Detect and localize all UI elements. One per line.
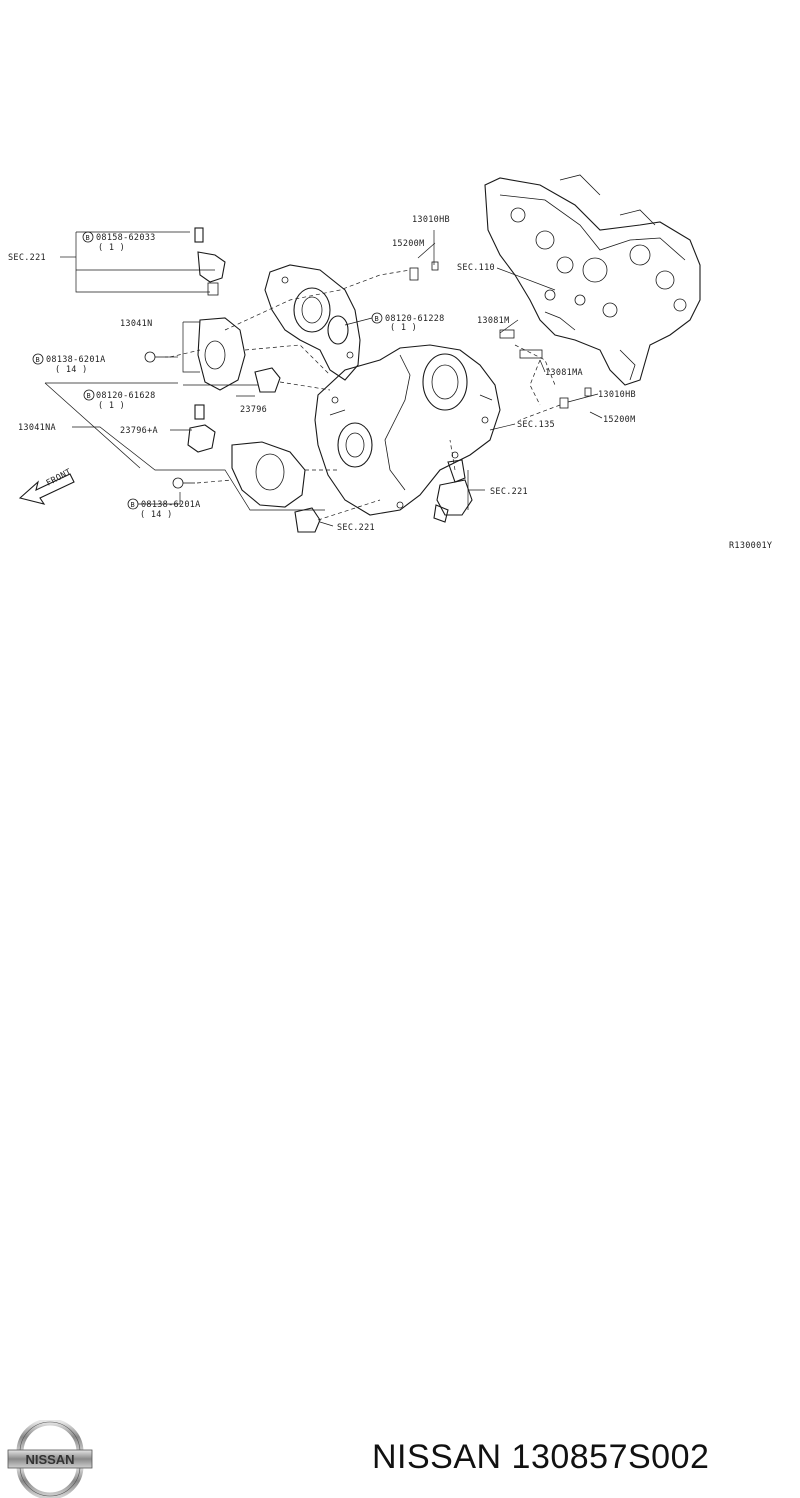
- front-label: FRONT: [45, 467, 74, 489]
- label-13081ma: 13081MA: [545, 368, 583, 378]
- cam-sensor-illustration: [433, 459, 473, 523]
- label-23796a: 23796+A: [120, 426, 158, 436]
- circled-markers: B B B B B: [32, 231, 383, 510]
- label-23796: 23796: [240, 405, 267, 415]
- label-bolt-08120-61228: 08120-61228: [385, 314, 445, 324]
- assembly-lines: [169, 269, 561, 521]
- label-qty-1-c: ( 1 ): [98, 401, 125, 411]
- label-qty-1-a: ( 1 ): [98, 243, 125, 253]
- label-sec221-a: SEC.221: [8, 253, 46, 263]
- label-15200m-a: 15200M: [392, 239, 425, 249]
- circled-b-2: B: [375, 315, 380, 323]
- label-bolt-08138-6201a-b: 08138-6201A: [141, 500, 201, 510]
- label-qty-14-b: ( 14 ): [140, 510, 173, 520]
- front-arrow: FRONT: [18, 467, 75, 505]
- part-labels: 08158-62033 ( 1 ) SEC.221 13010HB 15200M…: [8, 215, 772, 551]
- part-number-title: NISSAN 130857S002: [372, 1438, 710, 1476]
- label-qty-14-a: ( 14 ): [55, 365, 88, 375]
- label-sec135: SEC.135: [517, 420, 555, 430]
- label-13041n: 13041N: [120, 319, 153, 329]
- circled-b-1: B: [86, 234, 91, 242]
- label-bolt-08120-61628: 08120-61628: [96, 391, 156, 401]
- label-13081m: 13081M: [477, 316, 510, 326]
- nissan-logo: NISSAN: [7, 1420, 93, 1498]
- label-13010hb-a: 13010HB: [412, 215, 450, 225]
- cylinder-block-illustration: [484, 174, 701, 386]
- label-sec110: SEC.110: [457, 263, 495, 273]
- solenoid-upper-illustration: [144, 227, 281, 393]
- circled-b-4: B: [87, 392, 92, 400]
- circled-b-5: B: [131, 501, 136, 509]
- footer: NISSAN NISSAN 130857S002: [0, 700, 800, 1498]
- front-cover-illustration: [314, 344, 501, 516]
- label-13041na: 13041NA: [18, 423, 56, 433]
- label-sec221-b: SEC.221: [490, 487, 528, 497]
- parts-diagram: FRONT B B B B B 08158-62033 ( 1 ) SEC.22…: [8, 174, 772, 551]
- timing-cover-illustration: [264, 264, 361, 381]
- label-bolt-08158-62033: 08158-62033: [96, 233, 156, 243]
- label-ref-r130001y: R130001Y: [729, 541, 772, 551]
- dowel-pins-illustration: [409, 261, 592, 409]
- solenoid-lower-illustration: [172, 404, 321, 533]
- circled-b-3: B: [36, 356, 41, 364]
- leader-lines: [44, 230, 603, 527]
- logo-wordmark: NISSAN: [25, 1452, 74, 1467]
- label-13010hb-b: 13010HB: [598, 390, 636, 400]
- label-15200m-b: 15200M: [603, 415, 636, 425]
- label-sec221-c: SEC.221: [337, 523, 375, 533]
- label-bolt-08138-6201a-a: 08138-6201A: [46, 355, 106, 365]
- label-qty-1-b: ( 1 ): [390, 323, 417, 333]
